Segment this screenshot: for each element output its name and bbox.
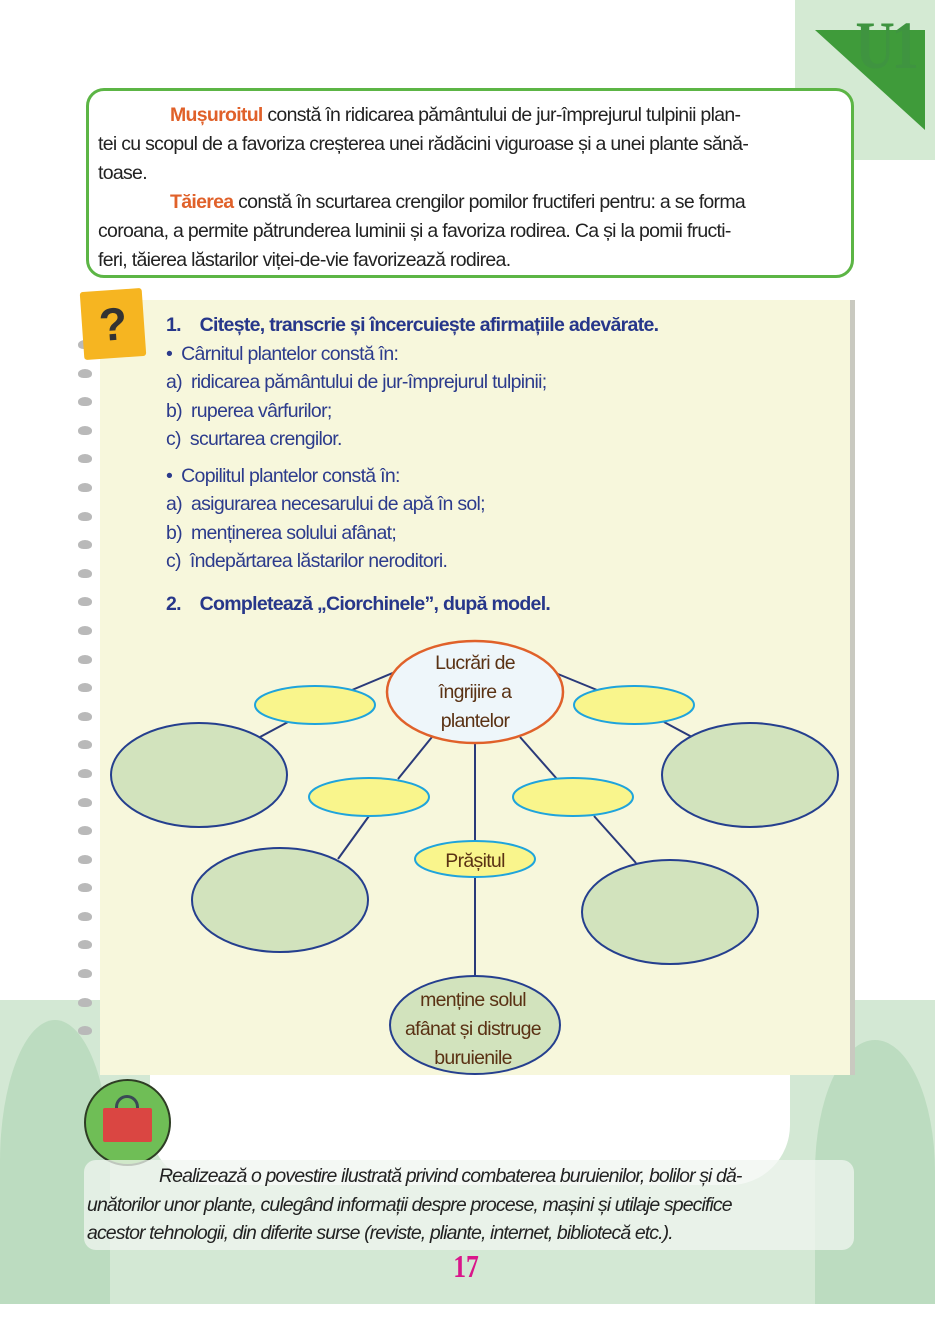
spiral-hole — [78, 540, 92, 550]
spiral-hole — [78, 997, 92, 1007]
info-line: coroana, a permite pătrunderea luminii ș… — [98, 220, 731, 242]
notebook-spiral — [78, 340, 98, 1080]
blank-leaf-node — [110, 722, 288, 828]
spiral-hole — [78, 454, 92, 464]
blank-work-node — [308, 777, 430, 817]
task-line: acestor tehnologii, din diferite surse (… — [87, 1222, 674, 1244]
toolbox-icon — [103, 1108, 152, 1142]
blank-leaf-node — [581, 859, 759, 965]
task-line: unătorilor unor plante, culegând informa… — [87, 1193, 733, 1216]
page-number: 17 — [453, 1248, 479, 1284]
exercise-1: 1. Citește, transcrie și încercuiește af… — [166, 311, 659, 618]
spiral-hole — [78, 625, 92, 635]
spiral-hole — [78, 425, 92, 435]
example-leaf-label: buruienile — [434, 1047, 512, 1069]
spiral-hole — [78, 397, 92, 407]
answer-option[interactable]: c) scurtarea crengilor. — [166, 428, 342, 450]
question-stem: • Cârnitul plantelor constă în: — [166, 342, 399, 365]
example-leaf-node — [389, 975, 561, 1075]
spiral-hole — [78, 854, 92, 864]
example-leaf-label: afânat și distruge — [405, 1018, 541, 1040]
info-line: Tăierea constă în scurtarea crengilor po… — [170, 191, 746, 213]
spiral-hole — [78, 911, 92, 921]
task-line: Realizează o povestire ilustrată privind… — [159, 1165, 742, 1187]
connector-lines — [259, 671, 693, 979]
info-line: toase. — [98, 162, 148, 184]
center-node-label: Lucrări de — [435, 652, 515, 674]
info-line: feri, tăierea lăstarilor viței-de-vie fa… — [98, 249, 511, 271]
answer-option[interactable]: a) ridicarea pământului de jur-împrejuru… — [166, 371, 547, 393]
center-node-label: îngrijire a — [438, 681, 512, 703]
answer-option[interactable]: b) ruperea vârfurilor; — [166, 399, 332, 422]
spiral-hole — [78, 368, 92, 378]
example-node-label: Prășitul — [445, 850, 505, 872]
spiral-hole — [78, 940, 92, 950]
blank-leaf-node — [191, 847, 369, 953]
exercise-2-title: 2. Completează „Ciorchinele”, după model… — [166, 592, 551, 615]
term-musuroit: Mușuroitul — [170, 104, 263, 126]
example-work-node — [414, 840, 536, 878]
center-node — [385, 639, 565, 745]
spiral-hole — [78, 568, 92, 578]
example-leaf-label: menține solul — [420, 989, 526, 1011]
spiral-hole — [78, 654, 92, 664]
spiral-hole — [78, 711, 92, 721]
info-box: Mușuroitul constă în ridicarea pământulu… — [86, 88, 854, 278]
answer-option[interactable]: a) asigurarea necesarului de apă în sol; — [166, 493, 486, 515]
spiral-hole — [78, 826, 92, 836]
blank-work-node — [512, 777, 634, 817]
answer-option[interactable]: b) menținerea solului afânat; — [166, 521, 397, 544]
spiral-hole — [78, 597, 92, 607]
spiral-hole — [78, 482, 92, 492]
question-stem: • Copilitul plantelor constă în: — [166, 464, 400, 487]
spiral-hole — [78, 797, 92, 807]
spiral-hole — [78, 883, 92, 893]
info-line: Mușuroitul constă în ridicarea pământulu… — [170, 104, 741, 126]
spiral-hole — [78, 683, 92, 693]
unit-badge: U1 — [855, 7, 918, 83]
toolbox-handle-icon — [115, 1095, 139, 1113]
cluster-diagram: Lucrări de îngrijire a plantelor Prășitu… — [110, 639, 839, 1075]
blank-work-node — [254, 685, 376, 725]
spiral-hole — [78, 768, 92, 778]
spiral-hole — [78, 511, 92, 521]
info-line: tei cu scopul de a favoriza creșterea un… — [98, 133, 749, 155]
blank-leaf-node — [661, 722, 839, 828]
answer-option[interactable]: c) îndepărtarea lăstarilor neroditori. — [166, 550, 448, 572]
exercise-1-title: 1. Citește, transcrie și încercuiește af… — [166, 314, 659, 336]
term-taiere: Tăierea — [170, 191, 234, 213]
project-task: Realizează o povestire ilustrată privind… — [84, 1160, 854, 1250]
spiral-hole — [78, 740, 92, 750]
blank-work-node — [573, 685, 695, 725]
spiral-hole — [78, 969, 92, 979]
spiral-hole — [78, 1026, 92, 1036]
center-node-label: plantelor — [441, 710, 511, 732]
